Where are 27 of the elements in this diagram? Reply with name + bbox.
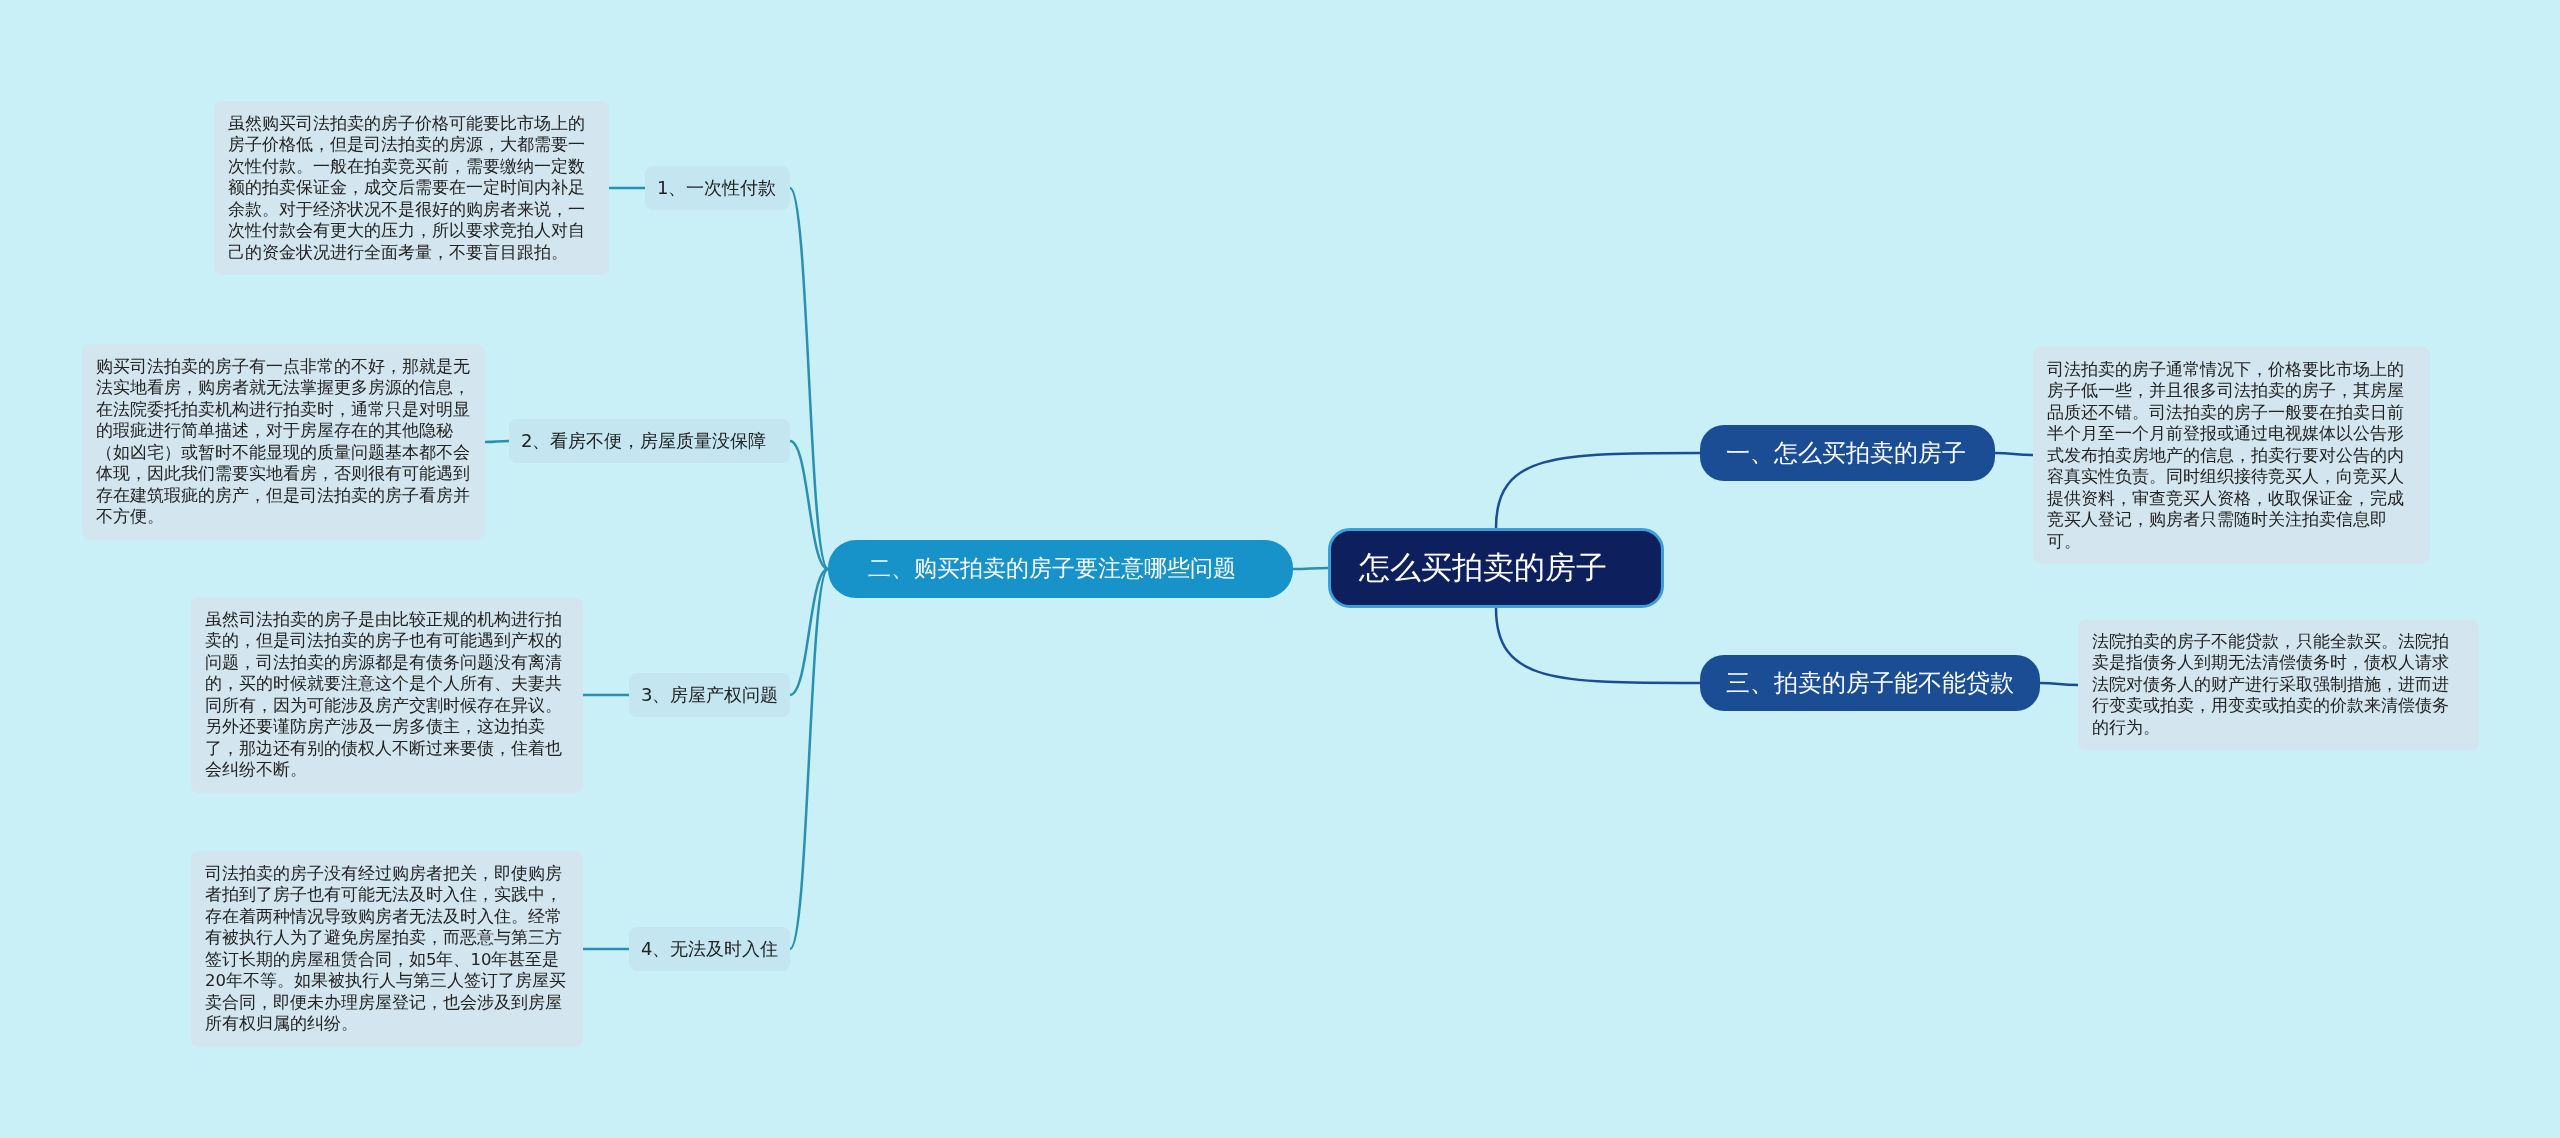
connector-line: [788, 187, 830, 570]
note-card: 购买司法拍卖的房子有一点非常的不好，那就是无法实地看房，购房者就无法掌握更多房源的信息，在法院委托拍卖机构进行拍卖时，通常只是对明显的瑕疵进行简单描述，对于房屋存在的其他隐秘（如凶宅）或暂时不能显现的质量问题基本都不会体现，因此我们需要实地看房，否则很有可能遇到存在建筑瑕疵的房产，但是司法拍卖的房子看房并不方便。: [82, 344, 485, 540]
connector-line: [789, 439, 829, 571]
connector-line: [1494, 451, 1700, 529]
branch-topic: 二、购买拍卖的房子要注意哪些问题: [828, 540, 1293, 598]
note-card: 法院拍卖的房子不能贷款，只能全款买。法院拍卖是指债务人到期无法清偿债务时，债权人请求法院对债务人的财产进行采取强制措施，进而进行变卖或拍卖，用变卖或拍卖的价款来清偿债务的行为。: [2078, 619, 2479, 751]
connector-line: [1494, 607, 1700, 685]
subtopic: 1、一次性付款: [645, 166, 790, 210]
note-card: 虽然购买司法拍卖的房子价格可能要比市场上的房子价格低，但是司法拍卖的房源，大都需要一次性付款。一般在拍卖竞买前，需要缴纳一定数额的拍卖保证金，成交后需要在一定时间内补足余款。对于经济状况不是很好的购房者来说，一次性付款会有更大的压力，所以要求竞拍人对自己的资金状况进行全面考量，不要盲目跟拍。: [214, 100, 609, 276]
branch-topic: 三、拍卖的房子能不能贷款: [1700, 655, 2040, 711]
connector-line: [583, 693, 629, 697]
subtopic: 4、无法及时入住: [629, 927, 790, 971]
connector-line: [2040, 681, 2078, 687]
central-topic: 怎么买拍卖的房子: [1328, 528, 1664, 608]
connector-line: [583, 947, 629, 951]
note-card: 司法拍卖的房子没有经过购房者把关，即使购房者拍到了房子也有可能无法及时入住，实践中，存在着两种情况导致购房者无法及时入住。经常有被执行人为了避免房屋拍卖，而恶意与第三方签订长期的房屋租赁合同，如5年、10年甚至是20年不等。如果被执行人与第三人签订了房屋买卖合同，即便未办理房屋登记，也会涉及到房屋所有权归属的纠纷。: [191, 851, 583, 1047]
connector-line: [1293, 566, 1328, 571]
branch-topic: 一、怎么买拍卖的房子: [1700, 425, 1995, 481]
connector-line: [788, 568, 830, 950]
note-card: 司法拍卖的房子通常情况下，价格要比市场上的房子低一些，并且很多司法拍卖的房子，其房屋品质还不错。司法拍卖的房子一般要在拍卖日前半个月至一个月前登报或通过电视媒体以公告形式发布拍卖房地产的信息，拍卖行要对公告的内容真实性负责。同时组织接待竞买人，向竞买人提供资料，审查竞买人资格，收取保证金，完成竞买人登记，购房者只需随时关注拍卖信息即可。: [2033, 346, 2430, 564]
subtopic: 3、房屋产权问题: [629, 673, 790, 717]
connector-line: [1995, 451, 2033, 457]
connector-line: [609, 186, 645, 190]
connector-line: [789, 567, 829, 697]
subtopic: 2、看房不便，房屋质量没保障: [509, 419, 790, 463]
connector-line: [485, 439, 509, 444]
note-card: 虽然司法拍卖的房子是由比较正规的机构进行拍卖的，但是司法拍卖的房子也有可能遇到产权的问题，司法拍卖的房源都是有债务问题没有离清的，买的时候就要注意这个是个人所有、夫妻共同所有，因为可能涉及房产交割时候存在异议。另外还要谨防房产涉及一房多债主，这边拍卖了，那边还有别的债权人不断过来要债，住着也会纠纷不断。: [191, 597, 583, 793]
